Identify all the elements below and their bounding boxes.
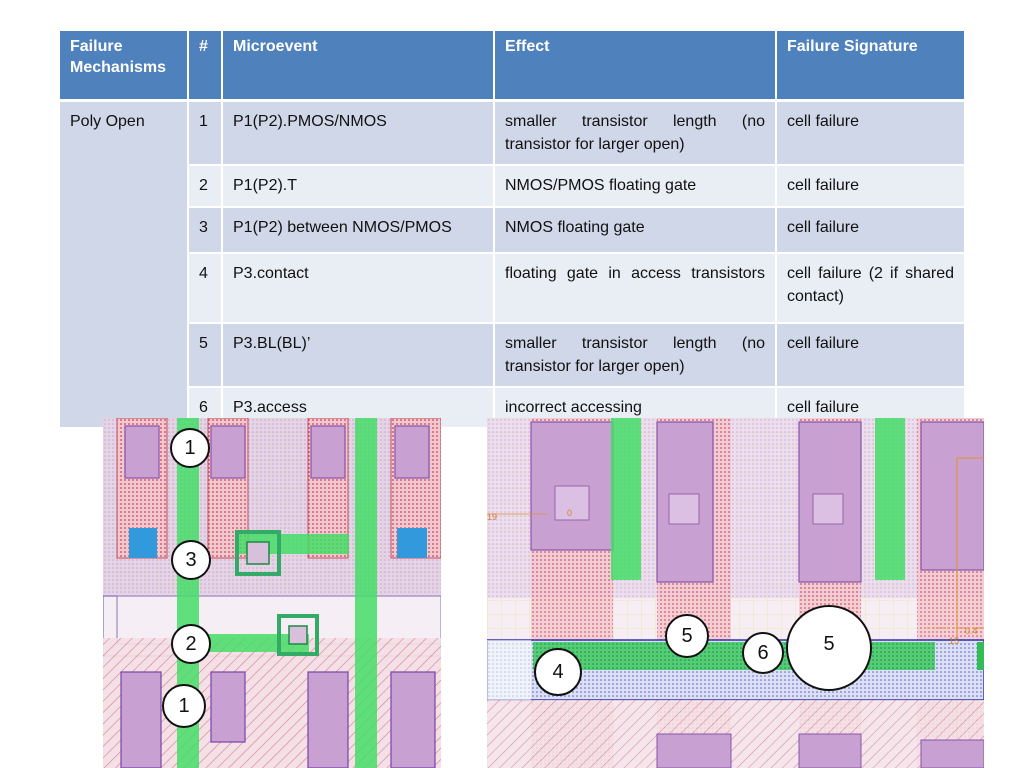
tick-label: 19 [487,512,497,522]
row-signature: cell failure [776,165,964,208]
tick-label: 0.4 [965,626,978,636]
row-effect: NMOS/PMOS floating gate [494,165,777,208]
tick-label: 0 [567,508,572,518]
row-microevent: P1(P2).PMOS/NMOS [222,100,495,167]
failure-mechanism-table: Failure Mechanisms # Microevent Effect F… [60,31,964,430]
table-row: 4 P3.contact floating gate in access tra… [60,252,964,324]
table-row: 5 P3.BL(BL)’ smaller transistor length (… [60,322,964,388]
header-microevent: Microevent [222,31,495,102]
marker-circle: 6 [742,632,784,674]
row-number: 2 [188,165,223,208]
marker-circle: 3 [171,540,211,580]
row-number: 5 [188,322,223,388]
table-row: 3 P1(P2) between NMOS/PMOS NMOS floating… [60,206,964,254]
header-effect: Effect [494,31,777,102]
left-layout-image: 1 3 2 1 [103,418,441,768]
marker-circle: 5 [786,605,872,691]
row-signature: cell failure [776,206,964,254]
row-number: 1 [188,100,223,167]
row-signature: cell failure [776,322,964,388]
row-signature: cell failure [776,100,964,167]
row-microevent: P3.contact [222,252,495,324]
right-layout-drawing: 19 0 15 0.4 [487,418,984,768]
marker-circle: 5 [665,614,709,658]
row-number: 4 [188,252,223,324]
table-row: 2 P1(P2).T NMOS/PMOS floating gate cell … [60,165,964,208]
row-microevent: P1(P2) between NMOS/PMOS [222,206,495,254]
table-row: Poly Open 1 P1(P2).PMOS/NMOS smaller tra… [60,100,964,430]
marker-circle: 1 [162,684,206,728]
header-number: # [188,31,223,102]
marker-circle: 1 [170,428,210,468]
row-effect: smaller transistor length (no transistor… [494,100,777,167]
row-effect: NMOS floating gate [494,206,777,254]
left-layout-drawing [103,418,441,768]
mechanism-cell: Poly Open [60,100,189,430]
header-failure-signature: Failure Signature [776,31,964,102]
row-microevent: P3.BL(BL)’ [222,322,495,388]
row-number: 3 [188,206,223,254]
right-layout-image: 19 0 15 0.4 5 6 4 5 [487,418,984,768]
row-microevent: P1(P2).T [222,165,495,208]
tick-label: 15 [949,636,959,646]
header-failure-mechanisms: Failure Mechanisms [60,31,189,102]
row-effect: floating gate in access transistors [494,252,777,324]
table-header-row: Failure Mechanisms # Microevent Effect F… [60,31,964,102]
row-signature: cell failure (2 if shared contact) [776,252,964,324]
marker-circle: 2 [171,624,211,664]
marker-circle: 4 [534,648,582,696]
row-effect: smaller transistor length (no transistor… [494,322,777,388]
